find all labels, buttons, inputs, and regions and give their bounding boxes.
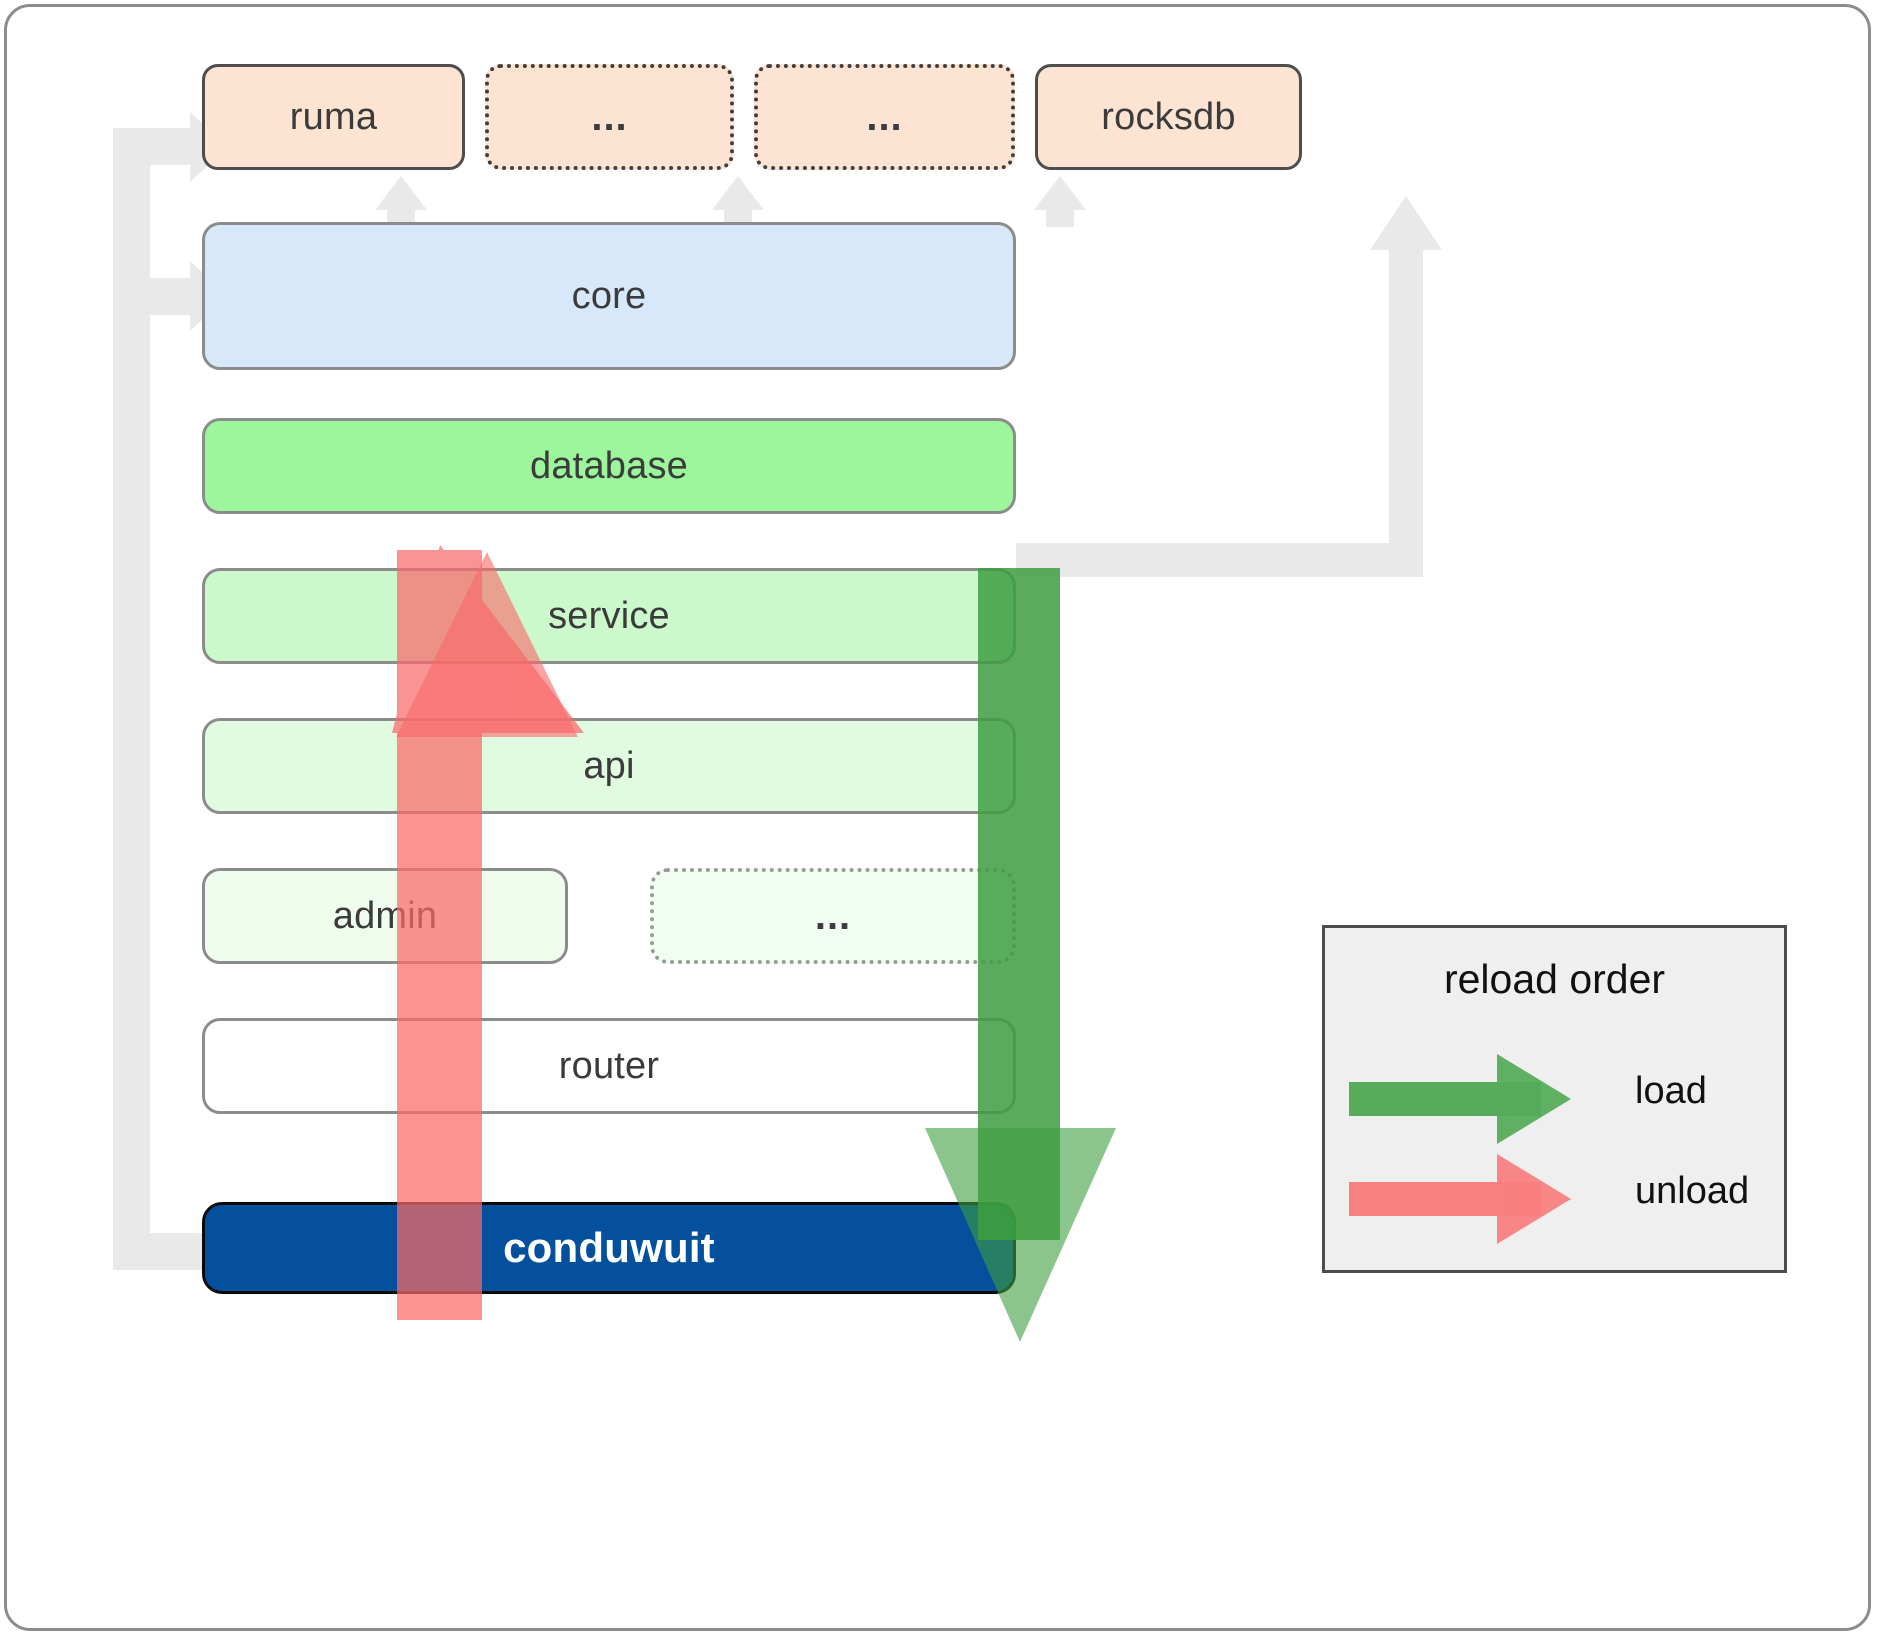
load-arrow (978, 568, 1060, 1240)
node-conduwuit-label: conduwuit (503, 1224, 715, 1271)
node-ruma[interactable]: ruma (202, 64, 465, 170)
node-conduwuit[interactable]: conduwuit (202, 1202, 1016, 1294)
node-ext-2-label: ... (866, 95, 903, 139)
legend-unload-arrow-icon (1349, 1154, 1571, 1244)
legend-load-label: load (1635, 1070, 1707, 1112)
node-rocksdb[interactable]: rocksdb (1035, 64, 1302, 170)
node-rocksdb-label: rocksdb (1101, 96, 1236, 138)
connector-to-core-stem (113, 278, 193, 315)
unload-arrow-head (396, 552, 578, 737)
legend-item-unload: unload (1325, 1154, 1784, 1246)
node-admin[interactable]: admin (202, 868, 568, 964)
legend-unload-label: unload (1635, 1170, 1750, 1212)
node-api[interactable]: api (202, 718, 1016, 814)
legend-title: reload order (1443, 956, 1666, 1002)
node-service-label: service (548, 595, 670, 637)
node-api-label: api (583, 745, 635, 787)
connector-db-rocksdb-horizontal (1016, 543, 1406, 577)
node-core-label: core (571, 275, 647, 317)
connector-to-ruma-stem (113, 128, 193, 165)
node-router-label: router (558, 1045, 660, 1087)
node-layer-dots[interactable]: ... (650, 868, 1016, 964)
legend-load-arrow-icon (1349, 1054, 1571, 1144)
node-ext-1[interactable]: ... (485, 64, 734, 170)
connector-core-ext1-arrowhead (712, 176, 764, 210)
node-service[interactable]: service (202, 568, 1016, 664)
node-ruma-label: ruma (289, 96, 378, 138)
legend-item-load: load (1325, 1054, 1784, 1146)
node-database-label: database (530, 445, 688, 487)
connector-core-ext2-arrowhead (1034, 176, 1086, 210)
node-ext-2[interactable]: ... (754, 64, 1015, 170)
legend-panel: reload order load unload (1322, 925, 1787, 1273)
connector-db-rocksdb-arrowhead (1370, 196, 1442, 250)
node-database[interactable]: database (202, 418, 1016, 514)
node-core[interactable]: core (202, 222, 1016, 370)
node-router[interactable]: router (202, 1018, 1016, 1114)
connector-db-rocksdb-vertical (1389, 242, 1423, 577)
connector-core-ruma-arrowhead (375, 176, 427, 210)
load-arrow-head (925, 1128, 1116, 1342)
node-layer-dots-label: ... (814, 894, 852, 938)
node-ext-1-label: ... (591, 95, 628, 139)
connector-to-conduwuit (113, 1233, 213, 1270)
connector-left-trunk (113, 128, 150, 1270)
